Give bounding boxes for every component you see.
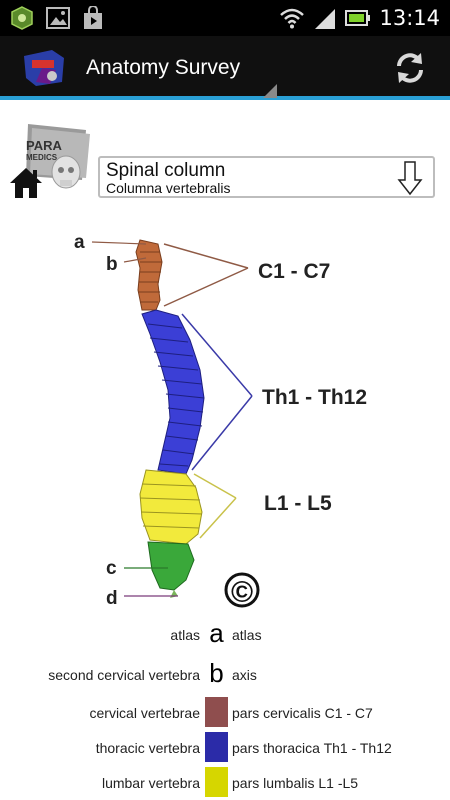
region-label-cervical: C1 - C7 (258, 260, 330, 283)
home-icon[interactable] (8, 166, 44, 200)
svg-text:©: © (231, 576, 253, 609)
legend-row-axis: second cervical vertebra b axis (0, 658, 450, 692)
status-bar: 13:14 (0, 0, 450, 36)
paramedics-logo: PARA MEDICS (26, 124, 90, 189)
lumbar-region (139, 469, 203, 545)
region-label-thoracic: Th1 - Th12 (262, 386, 367, 409)
letter-b: b (106, 254, 118, 275)
letter-c: c (106, 558, 117, 579)
topic-secondary-text: Columna vertebralis (106, 180, 231, 196)
legend-latin: pars thoracica Th1 - Th12 (232, 740, 392, 756)
thoracic-region (141, 309, 205, 475)
legend-latin: pars cervicalis C1 - C7 (232, 705, 373, 721)
sacrum-region (147, 541, 195, 598)
legend-swatch-cervical (205, 697, 228, 727)
topic-primary-text: Spinal column (106, 160, 226, 181)
title-dropdown-indicator[interactable] (263, 84, 277, 98)
cervical-region (135, 239, 163, 311)
signal-icon (315, 9, 336, 29)
action-bar: Anatomy Survey (0, 36, 450, 100)
legend-latin: atlas (232, 627, 262, 643)
wifi-icon (280, 8, 305, 29)
copyright-icon: © (224, 572, 260, 609)
lumbar-bracket (193, 473, 237, 539)
image-icon (46, 7, 70, 29)
spine-illustration: a b c d C1 - C7 Th1 - Th12 L1 - L5 © (74, 232, 367, 609)
app-logo-icon[interactable] (22, 48, 68, 88)
legend-english: atlas (170, 627, 200, 643)
legend-english: lumbar vertebra (101, 775, 200, 791)
letter-pointers (91, 241, 178, 597)
legend-letter: b (209, 658, 224, 688)
app-title[interactable]: Anatomy Survey (86, 56, 241, 79)
region-label-lumbar: L1 - L5 (264, 492, 332, 515)
arrow-down-icon (397, 161, 423, 196)
legend-row-lumbar: lumbar vertebra pars lumbalis L1 -L5 (0, 766, 450, 800)
legend-row-atlas: atlas a atlas (0, 618, 450, 652)
logo-text-medics: MEDICS (26, 153, 58, 162)
shop-bag-icon (84, 6, 102, 29)
legend-latin: axis (232, 667, 257, 683)
app-notification-icon (11, 6, 33, 30)
legend-latin: pars lumbalis L1 -L5 (232, 775, 359, 791)
letter-d: d (106, 588, 118, 609)
legend-english: thoracic vertebra (95, 740, 200, 756)
legend-swatch-lumbar (205, 767, 228, 797)
letter-a: a (74, 232, 85, 253)
logo-text-para: PARA (26, 138, 62, 153)
legend-letter: a (209, 618, 224, 648)
thoracic-bracket (181, 313, 253, 471)
status-time: 13:14 (379, 6, 440, 30)
cervical-bracket (163, 243, 249, 307)
battery-icon (345, 10, 371, 26)
legend-english: second cervical vertebra (48, 667, 200, 683)
legend-swatch-thoracic (205, 732, 228, 762)
legend-row-cervical: cervical vertebrae pars cervicalis C1 - … (0, 696, 450, 730)
legend-row-thoracic: thoracic vertebra pars thoracica Th1 - T… (0, 731, 450, 765)
refresh-button[interactable] (388, 46, 432, 90)
refresh-icon (397, 53, 423, 83)
legend-english: cervical vertebrae (89, 705, 201, 721)
topic-select[interactable]: Spinal column Columna vertebralis (98, 156, 435, 198)
